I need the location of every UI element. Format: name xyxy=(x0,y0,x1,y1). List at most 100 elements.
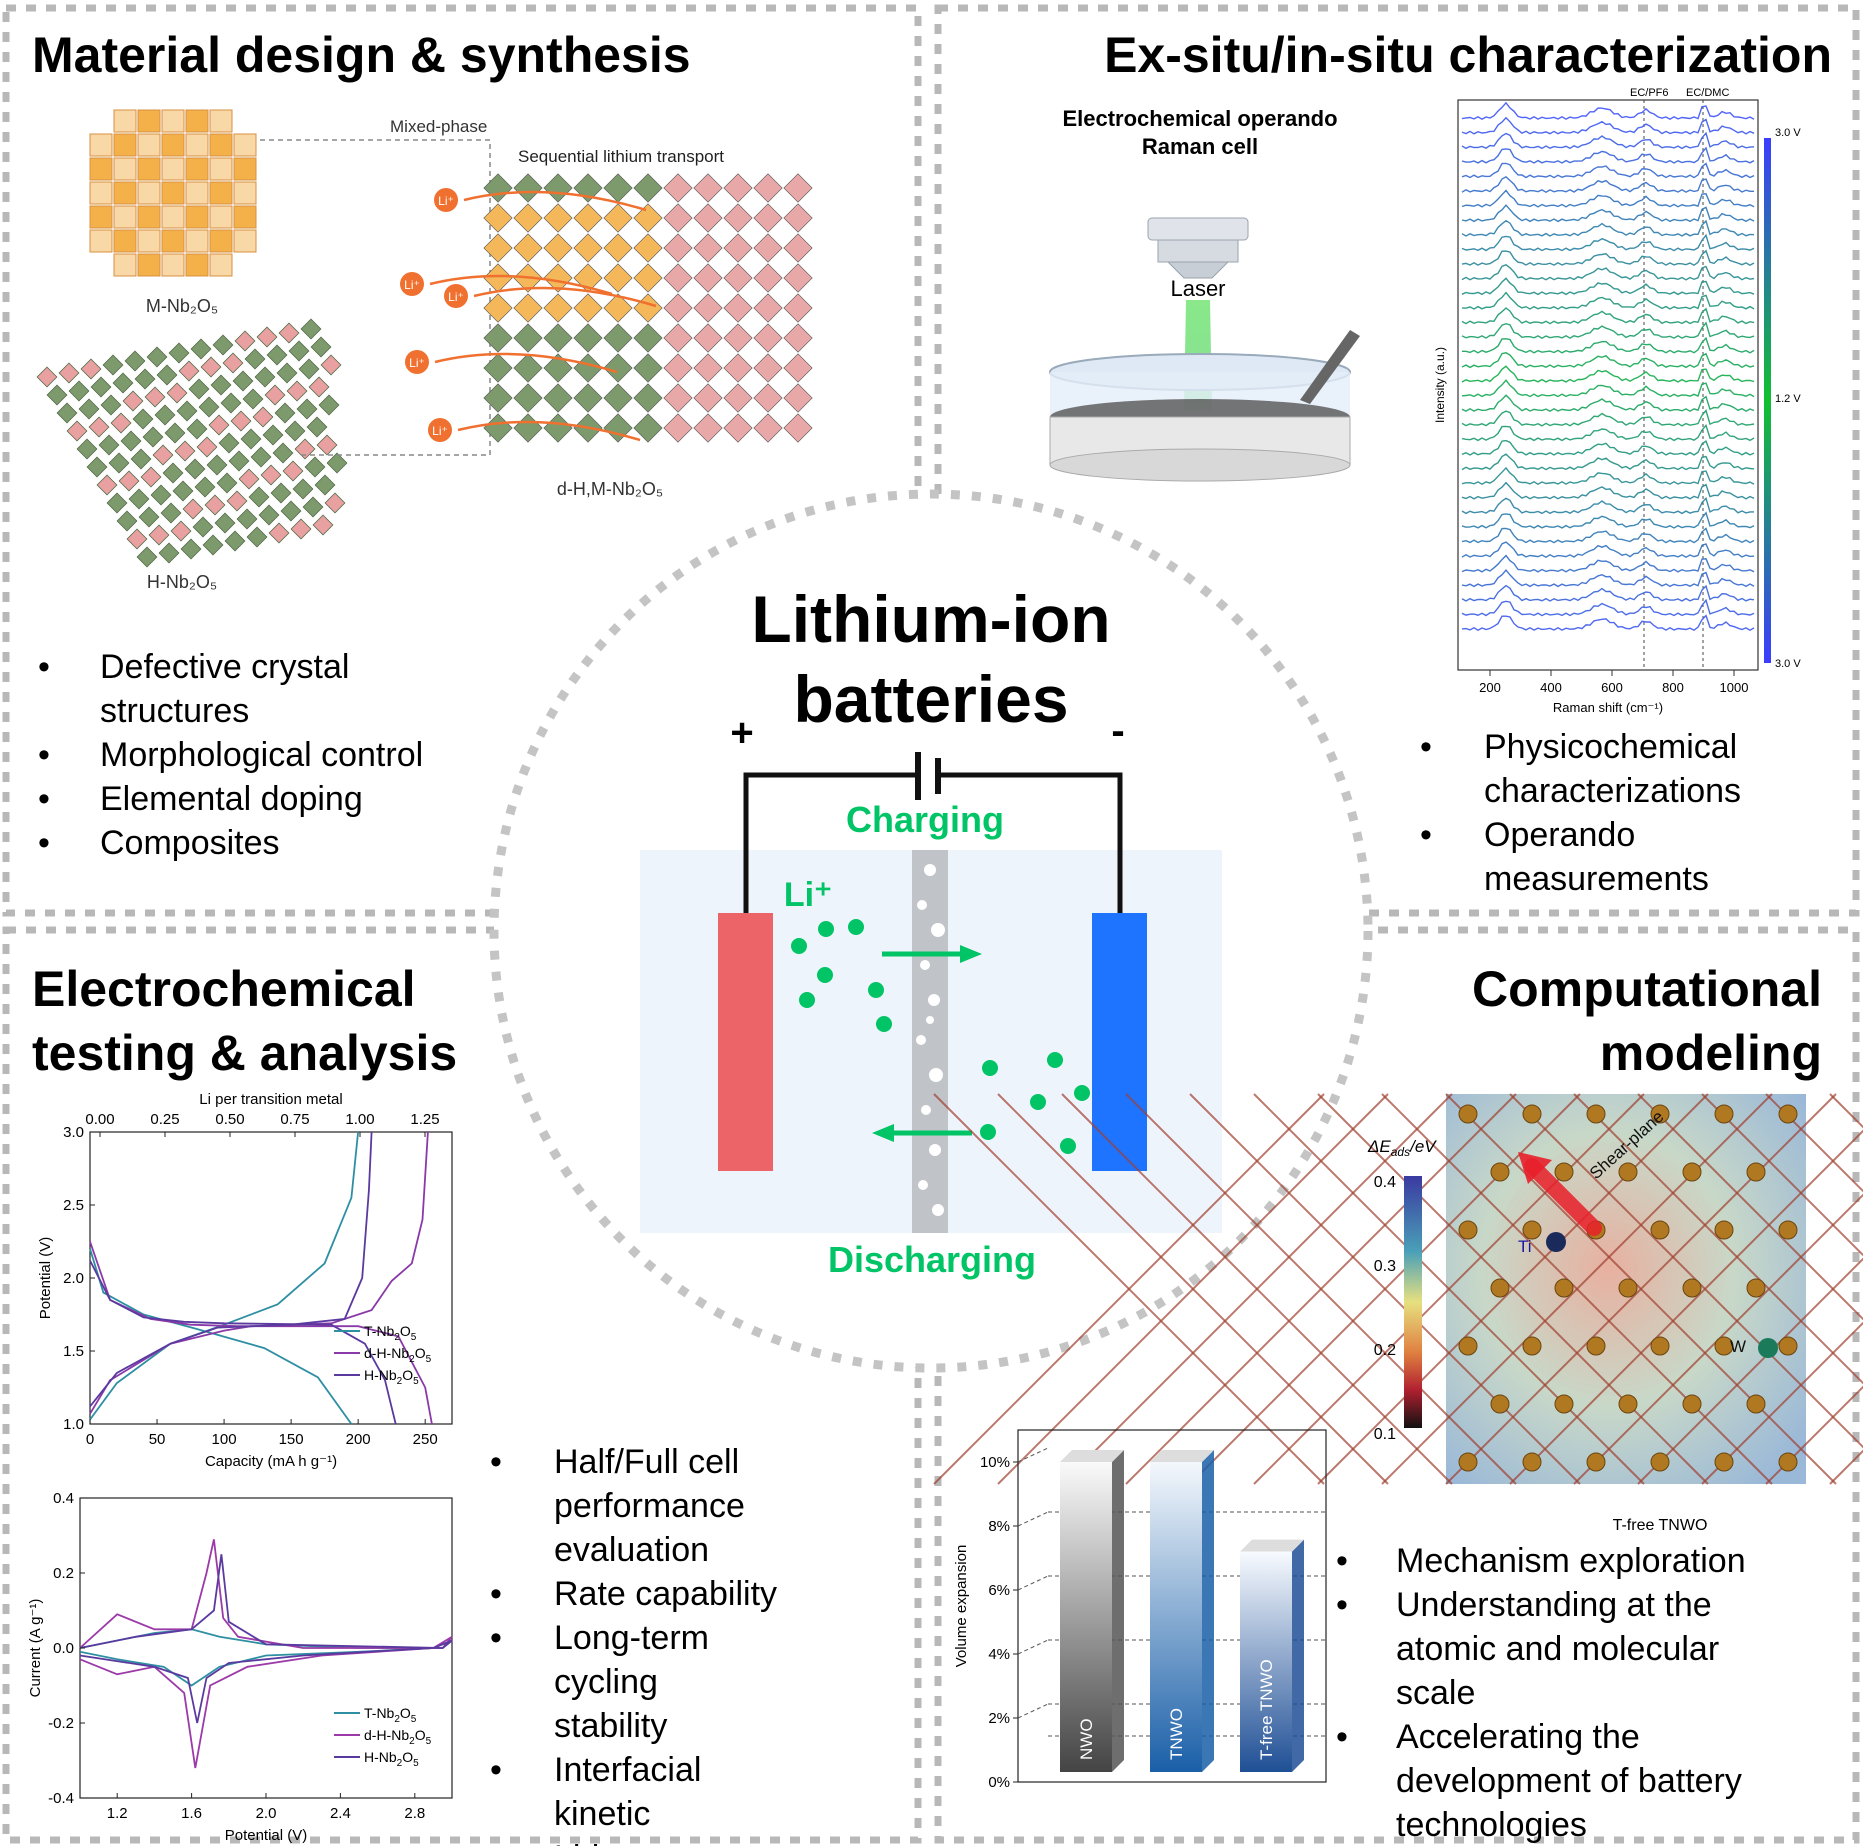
dhm-octahedron xyxy=(603,413,633,443)
h-octahedron xyxy=(56,402,78,424)
bullet-text-line: Rate capability xyxy=(554,1575,777,1613)
h-octahedron xyxy=(234,330,256,352)
bond-line xyxy=(1061,1093,1453,1485)
h-octahedron xyxy=(136,546,158,568)
h-octahedron xyxy=(120,430,142,452)
x-tick-label: 2.0 xyxy=(256,1805,277,1822)
m-octahedron xyxy=(113,181,137,205)
x-tick-label: 200 xyxy=(346,1431,371,1448)
h-octahedron xyxy=(306,416,328,438)
dhm-octahedron xyxy=(633,323,663,353)
dhm-octahedron xyxy=(513,203,543,233)
h-octahedron xyxy=(226,490,248,512)
center-title-line1: Lithium-ion xyxy=(751,582,1110,656)
bar-label: TNWO xyxy=(1167,1708,1186,1760)
y-tick-label: 2.0 xyxy=(63,1270,84,1287)
metal-atom xyxy=(1746,1394,1766,1414)
legend-label: H-Nb2O5 xyxy=(364,1367,419,1387)
raman-spectrum-line xyxy=(1461,101,1755,121)
ec-dmc-label: EC/DMC xyxy=(1686,87,1729,99)
h-octahedron xyxy=(238,468,260,490)
bar-side xyxy=(1202,1450,1214,1772)
h-octahedron xyxy=(172,480,194,502)
dhm-octahedron xyxy=(753,323,783,353)
x-tick-label: 150 xyxy=(279,1431,304,1448)
raman-tick-label: 400 xyxy=(1540,680,1562,695)
cbar-tick-label: 0.3 xyxy=(1374,1258,1396,1275)
separator-pore xyxy=(922,1237,928,1243)
dhm-octahedron xyxy=(693,413,723,443)
dhm-octahedron xyxy=(543,173,573,203)
legend-label: d-H-Nb2O5 xyxy=(364,1345,432,1365)
h-octahedron xyxy=(150,484,172,506)
li-transport-arrow xyxy=(473,286,657,308)
top-x-tick-label: 0.50 xyxy=(215,1111,244,1128)
dhm-octahedron xyxy=(483,353,513,383)
metal-atom xyxy=(1490,1394,1510,1414)
metal-atom xyxy=(1746,1278,1766,1298)
raman-spectrum-line xyxy=(1461,466,1755,486)
h-octahedron xyxy=(314,474,336,496)
q2-bullets: •Physicochemicalcharacterizations•Operan… xyxy=(1420,728,1741,898)
bullet-text-line: performance xyxy=(554,1487,745,1525)
y-tick-label: 4% xyxy=(988,1646,1010,1663)
dhm-octahedron xyxy=(693,323,723,353)
bar xyxy=(1240,1551,1292,1772)
dhm-octahedron xyxy=(603,173,633,203)
h-octahedron xyxy=(168,342,190,364)
bond-line xyxy=(1573,1193,1863,1485)
h-nb2o5-structure xyxy=(36,318,348,568)
dhm-octahedron xyxy=(603,203,633,233)
metal-atom xyxy=(1650,1104,1670,1124)
h-octahedron xyxy=(132,408,154,430)
h-octahedron xyxy=(240,428,262,450)
q4-bullets: •Mechanism exploration•Understanding at … xyxy=(1336,1542,1746,1844)
ec-pf6-label: EC/PF6 xyxy=(1630,87,1669,99)
bullet-text-line: Composites xyxy=(100,824,280,862)
charging-label: Charging xyxy=(846,799,1004,840)
h-octahedron xyxy=(110,412,132,434)
dhm-octahedron xyxy=(753,353,783,383)
bullet-text-line: Half/Full cell xyxy=(554,1443,739,1481)
bullet-text-line: Physicochemical xyxy=(1484,728,1737,766)
voltage-colorbar xyxy=(1764,138,1771,663)
h-octahedron xyxy=(292,478,314,500)
h-octahedron xyxy=(276,362,298,384)
bullet-dot: • xyxy=(1420,816,1432,854)
y-tick-label: 2.5 xyxy=(63,1197,84,1214)
h-octahedron xyxy=(112,372,134,394)
raman-spectrum-line xyxy=(1461,189,1755,208)
h-octahedron xyxy=(140,466,162,488)
raman-spectrum-line xyxy=(1461,481,1755,500)
dhm-octahedron xyxy=(693,383,723,413)
raman-spectrum-line xyxy=(1461,496,1754,515)
y-axis-label: Potential (V) xyxy=(37,1237,54,1320)
dhm-octahedron xyxy=(723,203,753,233)
h-octahedron xyxy=(58,362,80,384)
dhm-nb2o5-structure xyxy=(483,173,813,443)
dhm-octahedron xyxy=(783,383,813,413)
li-ion-dot xyxy=(1030,1094,1046,1110)
li-ion-dot xyxy=(1074,1085,1090,1101)
dhm-octahedron xyxy=(723,233,753,263)
h-octahedron xyxy=(282,460,304,482)
bar xyxy=(1150,1462,1202,1772)
li-ion-label: Li⁺ xyxy=(784,876,832,914)
dhm-octahedron xyxy=(663,263,693,293)
h-octahedron xyxy=(254,366,276,388)
m-octahedron xyxy=(209,181,233,205)
bullet-dot: • xyxy=(490,1751,502,1789)
separator-pores xyxy=(916,864,945,1243)
ti-label: Ti xyxy=(1518,1237,1532,1256)
h-octahedron xyxy=(318,394,340,416)
h-octahedron xyxy=(218,432,240,454)
h-octahedron xyxy=(122,390,144,412)
h-octahedron xyxy=(290,518,312,540)
dhm-octahedron xyxy=(633,383,663,413)
dhm-octahedron xyxy=(663,323,693,353)
quadrant-frames xyxy=(2,4,1860,1844)
li-transport-arrow xyxy=(457,420,641,442)
h-octahedron xyxy=(188,378,210,400)
series-line xyxy=(79,1628,453,1687)
